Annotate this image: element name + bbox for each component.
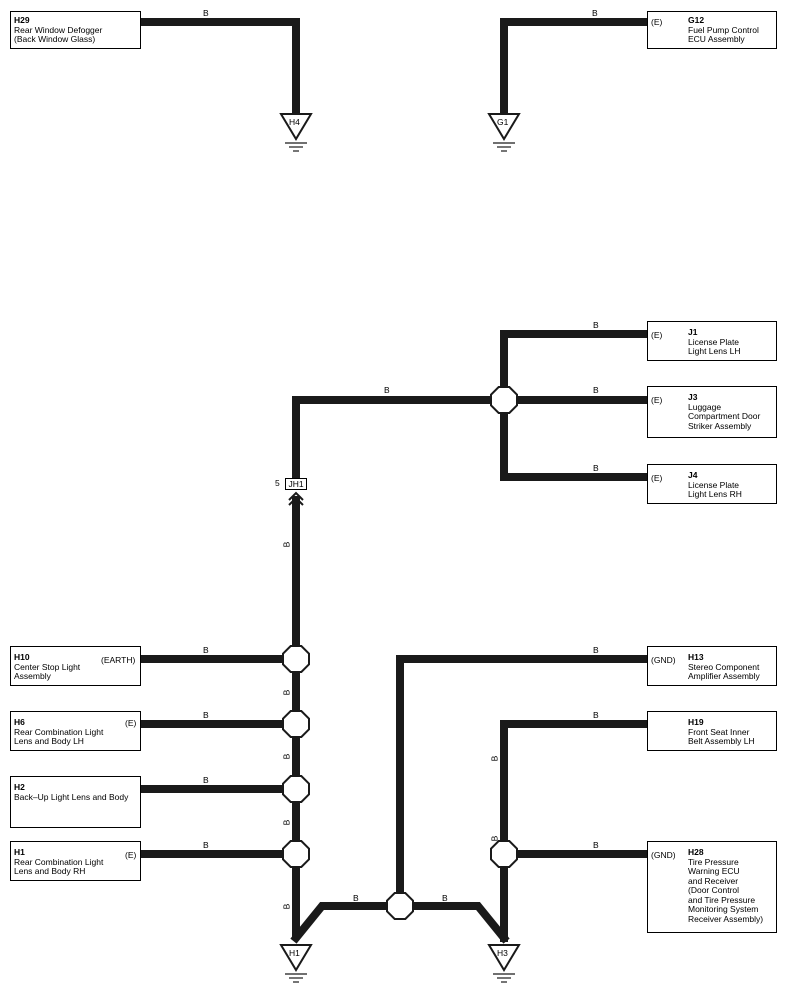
ground-label-h3: H3 — [497, 948, 508, 958]
ground-icon — [279, 113, 313, 152]
component-desc: Rear Window Defogger (Back Window Glass) — [14, 24, 103, 44]
wire-color-label: B — [593, 710, 599, 720]
component-pin: (E) — [651, 330, 663, 340]
component-desc: Fuel Pump Control ECU Assembly — [688, 24, 759, 44]
component-j3: (E) J3 Luggage Compartment Door Striker … — [647, 386, 777, 438]
splice-junction — [282, 710, 310, 738]
component-g12: (E) G12 Fuel Pump Control ECU Assembly — [647, 11, 777, 49]
component-code: H29 — [14, 15, 30, 25]
wire-color-label: B — [353, 893, 359, 903]
component-pin: (E) — [125, 718, 137, 728]
wire-h29-h4 — [136, 18, 300, 119]
ground-icon — [487, 113, 521, 152]
wire-h19 — [500, 720, 652, 942]
ground-label-h4: H4 — [289, 117, 300, 127]
component-pin: (E) — [651, 473, 663, 483]
component-desc: Rear Combination Light Lens and Body LH — [14, 726, 104, 746]
wire-color-label: B — [203, 8, 209, 18]
connector-pin: 5 — [275, 478, 280, 488]
component-pin: (GND) — [651, 655, 676, 665]
component-pin: (E) — [651, 395, 663, 405]
component-desc: Rear Combination Light Lens and Body RH — [14, 856, 104, 876]
component-desc: Front Seat Inner Belt Assembly LH — [688, 726, 755, 746]
wire-color-label: B — [593, 840, 599, 850]
component-desc: License Plate Light Lens RH — [688, 479, 742, 499]
component-pin: (EARTH) — [101, 655, 136, 665]
wire-color-label: B — [281, 819, 292, 826]
splice-junction — [282, 840, 310, 868]
ground-icon — [487, 944, 521, 983]
component-h28: (GND) H28 Tire Pressure Warning ECU and … — [647, 841, 777, 933]
component-pin: (E) — [125, 850, 137, 860]
splice-junction — [282, 645, 310, 673]
wire-color-label: B — [442, 893, 448, 903]
wire-color-label: B — [593, 463, 599, 473]
wire-color-label: B — [384, 385, 390, 395]
connector-name: JH1 — [288, 479, 304, 489]
wire-color-label: B — [281, 541, 292, 548]
wire-to-jh1 — [292, 396, 508, 482]
wire-color-label: B — [203, 645, 209, 655]
component-desc: License Plate Light Lens LH — [688, 336, 741, 356]
component-code: J4 — [688, 470, 698, 480]
splice-junction — [490, 386, 518, 414]
wire-color-label: B — [489, 835, 500, 842]
component-h29: H29 Rear Window Defogger (Back Window Gl… — [10, 11, 141, 49]
component-j4: (E) J4 License Plate Light Lens RH — [647, 464, 777, 504]
wire-color-label: B — [593, 385, 599, 395]
component-desc: Luggage Compartment Door Striker Assembl… — [688, 401, 761, 431]
component-code: H28 — [688, 847, 704, 857]
component-desc: Back–Up Light Lens and Body — [14, 791, 129, 802]
component-h1: (E) H1 Rear Combination Light Lens and B… — [10, 841, 141, 881]
component-code: H6 — [14, 717, 25, 727]
component-h2: H2 Back–Up Light Lens and Body — [10, 776, 141, 828]
ground-label-g1: G1 — [497, 117, 509, 127]
wire-color-label: B — [281, 903, 292, 910]
wire-color-label: B — [281, 753, 292, 760]
splice-junction — [490, 840, 518, 868]
ground-label-h1: H1 — [289, 948, 300, 958]
wire-h13 — [396, 655, 652, 910]
wire-color-label: B — [593, 645, 599, 655]
component-desc: Tire Pressure Warning ECU and Receiver (… — [688, 856, 764, 924]
component-j1: (E) J1 License Plate Light Lens LH — [647, 321, 777, 361]
wire-h1-ground-link — [290, 902, 404, 944]
component-h10: (EARTH) H10 Center Stop Light Assembly — [10, 646, 141, 686]
wire-color-label: B — [281, 689, 292, 696]
wire-color-label: B — [592, 8, 598, 18]
component-code: H19 — [688, 717, 704, 727]
component-code: J1 — [688, 327, 698, 337]
splice-junction — [386, 892, 414, 920]
wire-color-label: B — [203, 710, 209, 720]
wire-j4 — [500, 396, 652, 481]
component-code: H13 — [688, 652, 704, 662]
connector-jh1: JH1 — [285, 478, 307, 490]
component-desc: Center Stop Light Assembly — [14, 661, 81, 681]
wire-color-label: B — [203, 840, 209, 850]
wire-color-label: B — [593, 320, 599, 330]
component-h13: (GND) H13 Stereo Component Amplifier Ass… — [647, 646, 777, 686]
wire-color-label: B — [203, 775, 209, 785]
component-code: G12 — [688, 15, 705, 25]
wire-color-label: B — [489, 755, 500, 762]
component-code: H10 — [14, 652, 30, 662]
component-h6: (E) H6 Rear Combination Light Lens and B… — [10, 711, 141, 751]
component-pin: (GND) — [651, 850, 676, 860]
ground-icon — [279, 944, 313, 983]
splice-junction — [282, 775, 310, 803]
component-desc: Stereo Component Amplifier Assembly — [688, 661, 760, 681]
wire-to-h3 — [396, 902, 510, 944]
wire-g12-g1 — [500, 18, 652, 119]
component-pin: (E) — [651, 17, 663, 27]
wire-j1 — [500, 330, 652, 404]
component-code: H1 — [14, 847, 25, 857]
component-h19: H19 Front Seat Inner Belt Assembly LH — [647, 711, 777, 751]
connector-arrow-icon — [288, 491, 304, 506]
component-code: J3 — [688, 392, 698, 402]
component-code: H2 — [14, 782, 25, 792]
